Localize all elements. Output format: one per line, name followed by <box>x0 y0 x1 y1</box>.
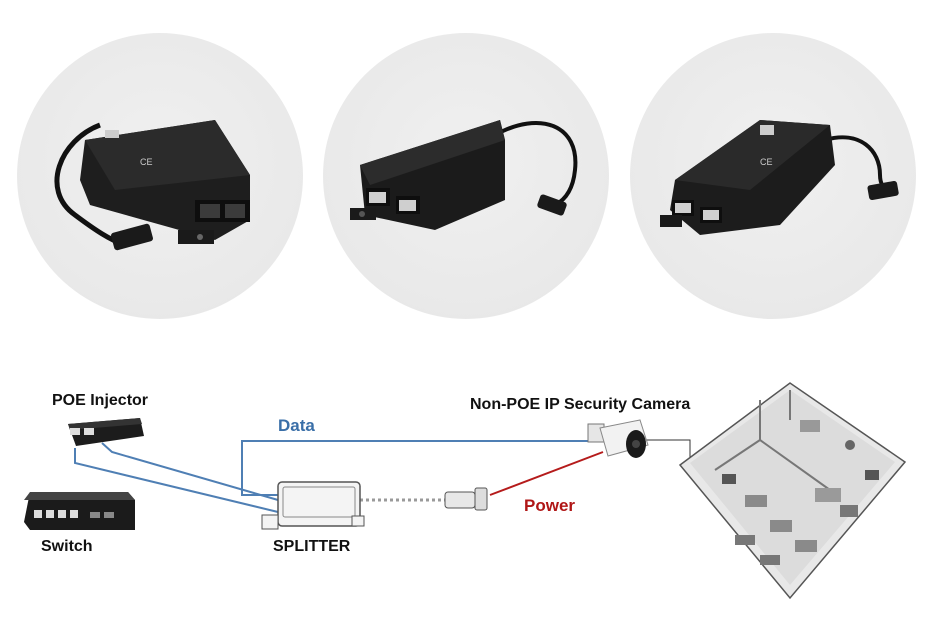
power-cables <box>360 451 604 502</box>
switch-label: Switch <box>41 538 93 555</box>
power-label: Power <box>524 496 576 515</box>
poe-injector-device <box>68 418 144 446</box>
switch-device <box>24 492 135 530</box>
splitter-device <box>261 481 365 530</box>
svg-text:CE: CE <box>760 157 773 167</box>
product-image-1: CE <box>54 120 250 251</box>
splitter-label: SPLITTER <box>273 538 351 555</box>
product-image-3: CE <box>660 120 899 235</box>
product-image-2 <box>350 120 578 230</box>
security-camera <box>587 419 649 458</box>
poe-injector-label: POE Injector <box>52 392 149 409</box>
data-label: Data <box>278 416 315 435</box>
camera-label: Non-POE IP Security Camera <box>470 396 691 413</box>
svg-text:CE: CE <box>140 157 153 167</box>
office-building <box>678 382 907 600</box>
dc-plug <box>444 487 488 511</box>
